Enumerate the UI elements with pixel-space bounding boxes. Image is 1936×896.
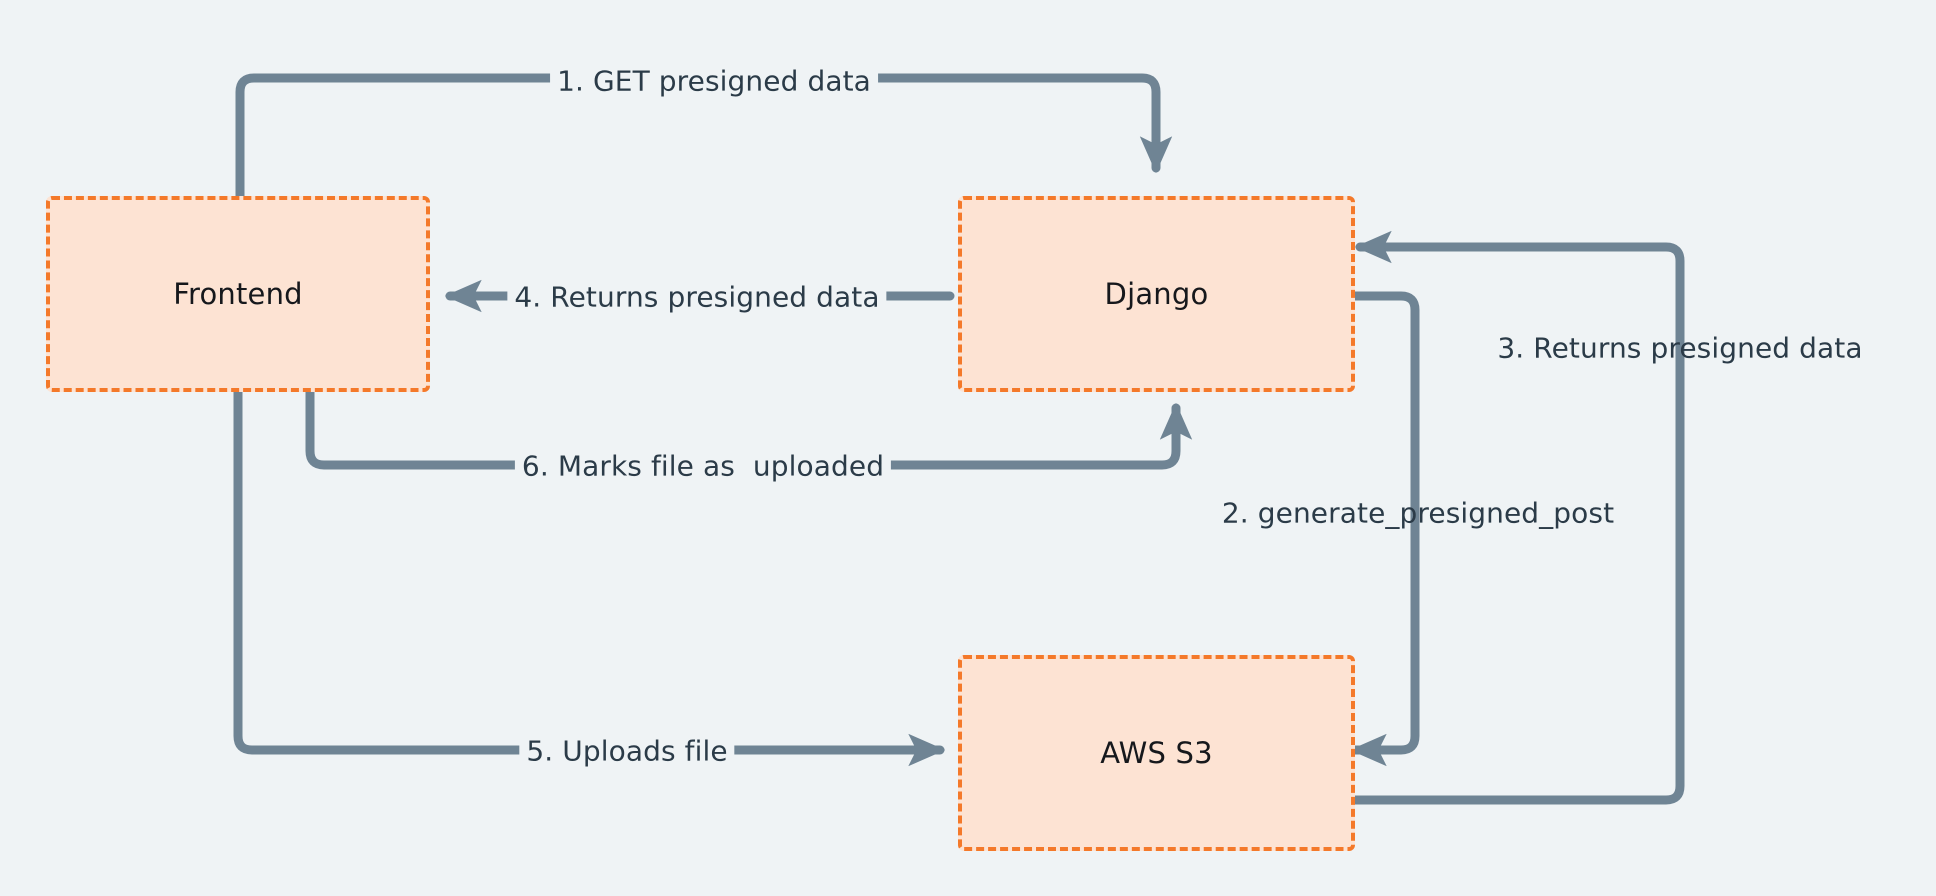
edge-label-6: 6. Marks file as uploaded xyxy=(514,451,892,481)
edge-path-3 xyxy=(1350,230,1685,805)
node-frontend[interactable]: Frontend xyxy=(46,196,430,392)
node-django-label: Django xyxy=(1104,277,1209,311)
edge-label-5: 5. Uploads file xyxy=(519,736,735,766)
edge-label-3: 3. Returns presigned data xyxy=(1497,331,1863,365)
node-aws-s3[interactable]: AWS S3 xyxy=(958,655,1355,851)
edge-path-2 xyxy=(1349,291,1420,767)
edge-path-5 xyxy=(233,387,946,767)
node-aws-s3-label: AWS S3 xyxy=(1100,736,1213,770)
node-django[interactable]: Django xyxy=(958,196,1355,392)
edge-label-1: 1. GET presigned data xyxy=(550,66,878,96)
node-frontend-label: Frontend xyxy=(173,277,303,311)
edge-label-4: 4. Returns presigned data xyxy=(507,282,887,312)
edge-label-2: 2. generate_presigned_post xyxy=(1221,496,1615,530)
